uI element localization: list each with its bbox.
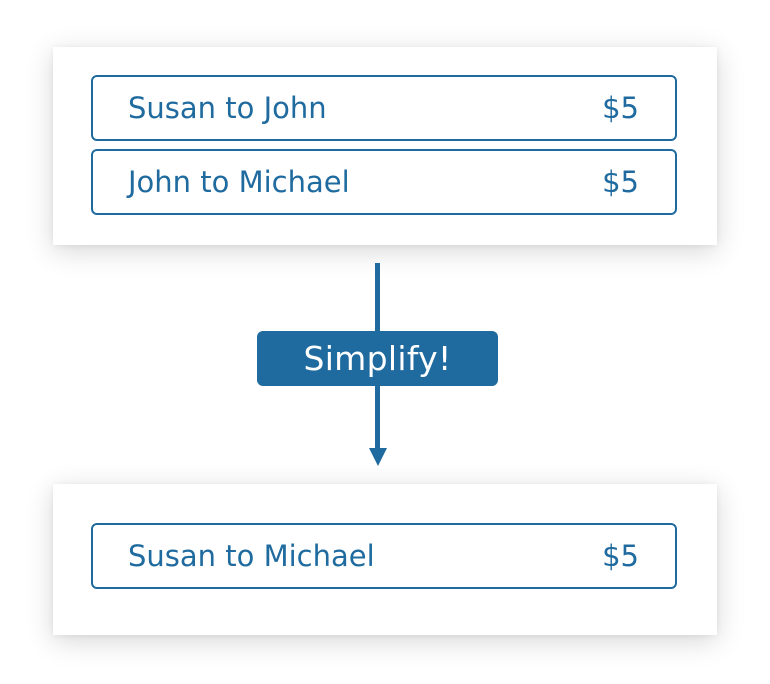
simplify-label: Simplify! xyxy=(257,331,498,386)
connector-line-top xyxy=(375,263,380,333)
transaction-row: John to Michael $5 xyxy=(91,149,677,215)
transaction-amount: $5 xyxy=(602,165,639,199)
transaction-row: Susan to Michael $5 xyxy=(91,523,677,589)
transaction-label: Susan to John xyxy=(128,91,327,125)
transaction-label: Susan to Michael xyxy=(128,539,375,573)
transaction-label: John to Michael xyxy=(128,165,350,199)
arrow-down-icon xyxy=(369,448,387,466)
after-transactions-card: Susan to Michael $5 xyxy=(53,484,717,635)
transaction-amount: $5 xyxy=(602,91,639,125)
before-transactions-card: Susan to John $5 John to Michael $5 xyxy=(53,47,717,245)
transaction-amount: $5 xyxy=(602,539,639,573)
connector-line-bottom xyxy=(375,384,380,450)
transaction-row: Susan to John $5 xyxy=(91,75,677,141)
